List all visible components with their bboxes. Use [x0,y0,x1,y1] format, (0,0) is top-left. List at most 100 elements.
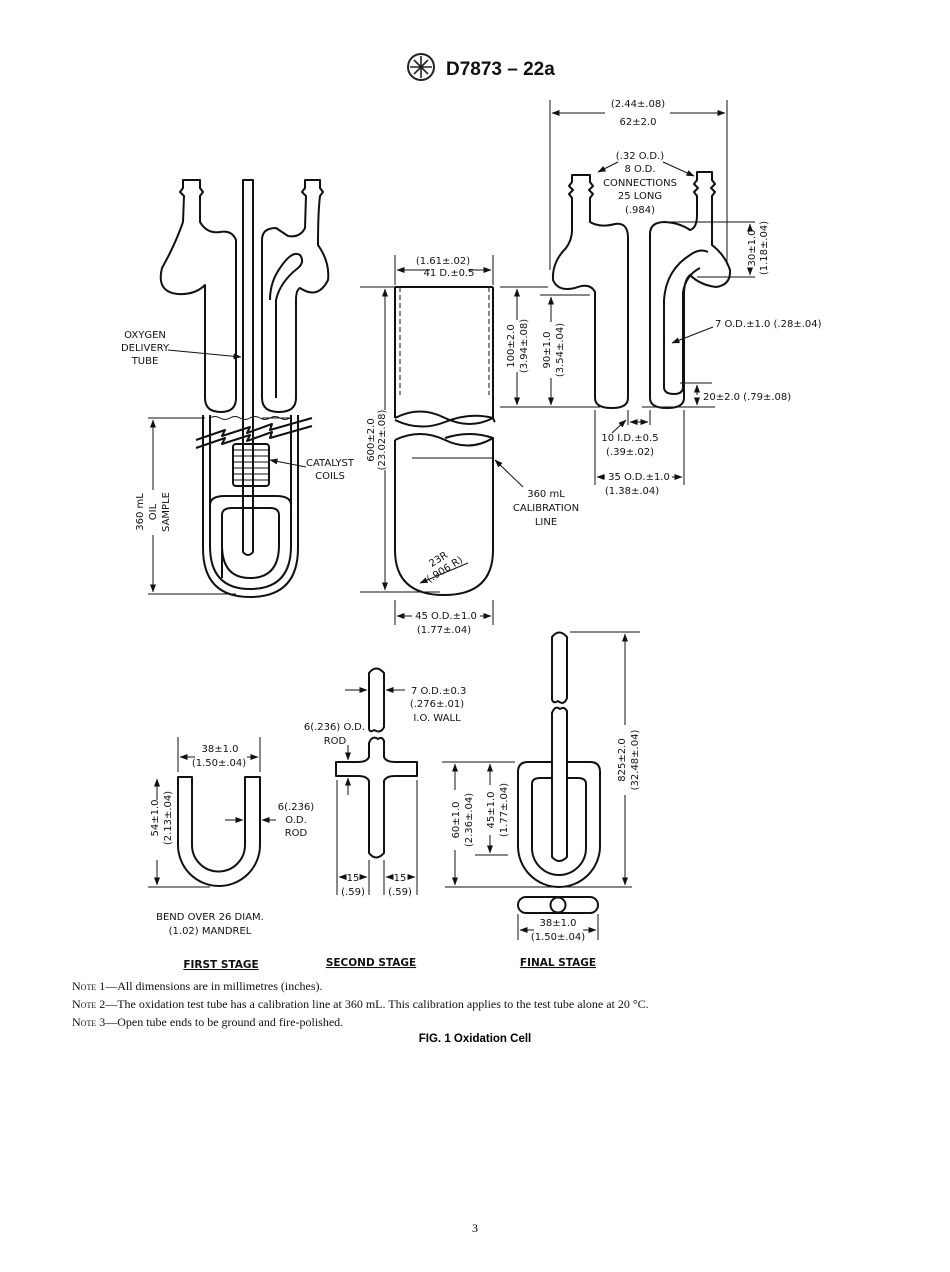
tube-width-in: (1.61±.02) [416,256,470,267]
final-stage-end-view [517,896,599,914]
tube-length: 600±2.0 [366,418,377,461]
astm-logo [407,53,435,81]
tube-length-in: (23.02±.08) [377,410,388,471]
tube-width-mm: 41 D.±0.5 [423,268,474,279]
label-oil-3: SAMPLE [161,492,172,532]
final-inner-in: (1.77±.04) [499,783,510,837]
final-width-in: (1.50±.04) [531,932,585,943]
note-3: Note 3—Open tube ends to be ground and f… [72,1015,343,1030]
connections-3: CONNECTIONS [603,178,677,189]
tube-top-90: 90±1.0 [542,331,553,368]
note-label: Note [72,1015,97,1029]
second-stage-drawing [335,667,418,895]
label-catalyst-2: COILS [315,471,345,482]
first-height: 54±1.0 [150,799,161,836]
label-oil-1: 360 mL [135,493,146,531]
bulb-dim: 30±1.0 [747,229,758,266]
head-width-mm: 62±2.0 [619,117,656,128]
second-rod-2: ROD [324,736,347,747]
final-inner: 45±1.0 [486,791,497,828]
bulb-dim-in: (1.18±.04) [759,221,770,275]
second-stage-title: SECOND STAGE [326,957,416,969]
note-text: —All dimensions are in millimetres (inch… [105,979,323,993]
note-label: Note [72,997,97,1011]
test-tube-drawing [360,255,600,625]
connections-1: (.32 O.D.) [616,151,665,162]
head-right-arm [649,171,732,409]
connections-5: (.984) [625,205,655,216]
second-arm-left: 15 [347,873,360,884]
note-1: Note 1—All dimensions are in millimetres… [72,979,323,994]
first-rod-1: 6(.236) [278,802,315,813]
final-height: 60±1.0 [451,801,462,838]
tube-od-in: (1.77±.04) [417,625,471,636]
second-tube-2: (.276±.01) [410,699,464,710]
catalyst-coils [232,443,270,487]
calibration-label-3: LINE [535,517,557,528]
page-number: 3 [472,1221,478,1235]
label-oil-2: OIL [148,503,159,520]
final-width: 38±1.0 [539,918,576,929]
first-stage-drawing [148,737,276,888]
final-total: 825±2.0 [617,738,628,781]
id-dim-in: (.39±.02) [606,447,654,458]
break-line [195,417,313,449]
tube-top-90-in: (3.54±.04) [555,323,566,377]
second-tube-1: 7 O.D.±0.3 [411,686,466,697]
first-rod-2: O.D. [285,815,307,826]
head-left-arm [551,174,629,409]
note-text: —Open tube ends to be ground and fire-po… [105,1015,344,1029]
final-stage-drawing [442,631,640,940]
connections-4: 25 LONG [618,191,662,202]
label-catalyst-1: CATALYST [306,458,355,469]
second-arm-left-in: (.59) [341,887,365,898]
note-2: Note 2—The oxidation test tube has a cal… [72,997,649,1012]
tube-od: 45 O.D.±1.0 [415,611,477,622]
catalyst-holder [209,495,292,579]
label-oxygen-1: OXYGEN [124,330,166,341]
label-oxygen-2: DELIVERY [121,343,170,354]
final-height-in: (2.36±.04) [464,793,475,847]
cell-tube-outer [202,415,299,598]
calibration-label-2: CALIBRATION [513,503,579,514]
assembled-cell-drawing [148,179,330,598]
head-width-in: (2.44±.08) [611,99,665,110]
note-number: 3 [99,1015,106,1029]
figure-caption: FIG. 1 Oxidation Cell [418,1033,532,1045]
cell-tube-inner [209,415,292,590]
bend-note-1: BEND OVER 26 DIAM. [156,912,264,923]
first-width: 38±1.0 [201,744,238,755]
tube-top-100: 100±2.0 [506,324,517,367]
second-arm-right-in: (.59) [388,887,412,898]
tube-top-100-in: (3.94±.08) [519,319,530,373]
final-stage-title: FINAL STAGE [520,957,596,969]
calibration-label-1: 360 mL [527,489,565,500]
id-dim: 10 I.D.±0.5 [601,433,658,444]
right-arm [261,179,330,413]
note-number: 1 [99,979,106,993]
head-od: 35 O.D.±1.0 [608,472,670,483]
final-total-in: (32.48±.04) [630,730,641,791]
note-text: —The oxidation test tube has a calibrati… [105,997,649,1011]
head-od-in: (1.38±.04) [605,486,659,497]
label-oxygen-3: TUBE [131,356,159,367]
oil-surface [209,416,291,420]
second-rod-1: 6(.236) O.D. [304,722,365,733]
bend-note-2: (1.02) MANDREL [169,926,252,937]
second-arm-right: 15 [394,873,407,884]
side-tube-dim: 7 O.D.±1.0 (.28±.04) [715,319,822,330]
first-rod-3: ROD [285,828,308,839]
first-stage-title: FIRST STAGE [183,959,258,971]
first-height-in: (2.13±.04) [163,791,174,845]
connections-2: 8 O.D. [624,164,655,175]
note-label: Note [72,979,97,993]
note-number: 2 [99,997,106,1011]
gap-dim: 20±2.0 (.79±.08) [703,392,791,403]
first-width-in: (1.50±.04) [192,758,246,769]
second-tube-3: I.O. WALL [413,713,461,724]
cell-head-drawing [549,100,755,485]
document-designation: D7873 – 22a [446,59,555,80]
left-arm [159,179,237,413]
oxygen-delivery-tube [242,179,254,556]
